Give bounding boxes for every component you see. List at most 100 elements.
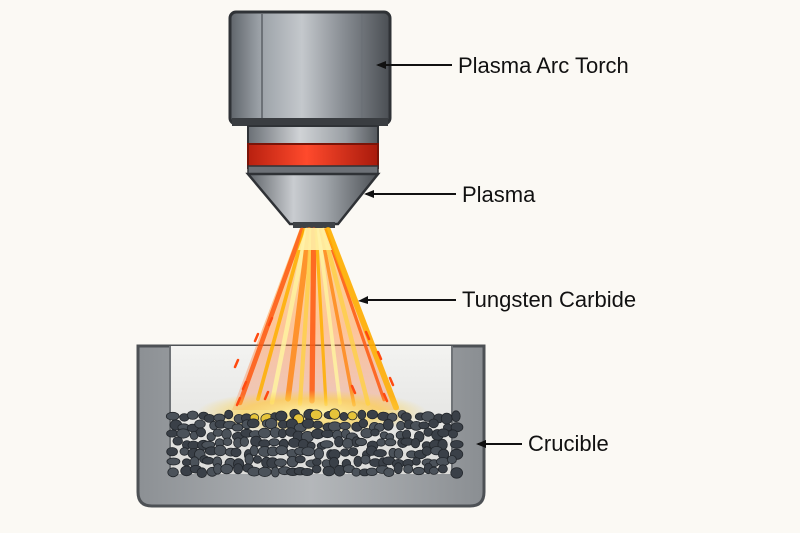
- powder-grain: [196, 467, 208, 479]
- powder-grain: [412, 466, 425, 476]
- plume-streak: [321, 227, 371, 406]
- tungsten-carbide-powder: [165, 408, 464, 479]
- powder-grain: [440, 412, 453, 425]
- powder-grain: [253, 455, 262, 464]
- plume-streak: [319, 228, 356, 407]
- spark: [233, 358, 240, 369]
- powder-grain: [275, 410, 288, 422]
- nozzle-tip: [293, 222, 335, 228]
- powder-grain: [246, 418, 260, 429]
- powder-grain: [451, 410, 461, 423]
- plume-streak: [297, 227, 314, 406]
- spark: [253, 332, 260, 343]
- powder-grain: [270, 466, 280, 478]
- powder-grain: [358, 418, 369, 429]
- powder-grain: [230, 447, 242, 458]
- powder-grain: [265, 417, 278, 430]
- plume-streak: [325, 227, 399, 411]
- powder-grain: [257, 466, 272, 477]
- powder-grain: [384, 438, 397, 447]
- powder-grain: [410, 437, 421, 449]
- powder-grain: [309, 409, 323, 421]
- powder-grain: [220, 463, 234, 475]
- powder-grain: [328, 456, 340, 468]
- powder-grain: [187, 440, 200, 450]
- powder-grain: [411, 457, 421, 466]
- powder-grain: [403, 464, 414, 474]
- powder-grain: [165, 411, 180, 421]
- powder-grain: [212, 428, 224, 437]
- plume-streak: [314, 228, 328, 407]
- powder-grain: [166, 457, 181, 466]
- powder-grain: [450, 467, 464, 479]
- powder-grain: [423, 427, 433, 437]
- plume-streak: [324, 228, 386, 402]
- torch-body-base-band: [232, 118, 388, 126]
- powder-grain: [166, 447, 178, 457]
- spark: [364, 330, 371, 341]
- plasma-ring: [247, 143, 379, 169]
- powder-grain: [357, 409, 367, 420]
- powder-grain: [195, 427, 206, 438]
- powder-grain: [312, 464, 322, 474]
- powder-grain: [383, 467, 395, 478]
- powder-grain: [202, 456, 215, 465]
- powder-grain: [320, 440, 334, 449]
- spark: [235, 396, 242, 407]
- powder-grain: [342, 438, 354, 449]
- powder-grain: [233, 463, 244, 475]
- spark: [241, 380, 248, 391]
- powder-grain: [321, 429, 334, 439]
- spark: [263, 390, 270, 401]
- powder-grain: [396, 420, 406, 431]
- powder-grain: [224, 409, 234, 420]
- powder-grain: [167, 467, 179, 478]
- powder-grain: [421, 446, 432, 456]
- plume-core: [298, 228, 332, 250]
- arrow-tungsten-carbide: [358, 296, 368, 304]
- powder-grain: [373, 449, 387, 458]
- plume-streak: [316, 228, 342, 405]
- powder-grain: [428, 418, 439, 429]
- powder-grain: [274, 458, 287, 468]
- powder-grain: [222, 437, 233, 446]
- powder-grain: [370, 428, 380, 437]
- torch-body: [228, 10, 392, 126]
- powder-grain: [172, 436, 183, 446]
- powder-grain: [288, 437, 301, 448]
- powder-grain: [322, 465, 336, 477]
- powder-grain: [447, 429, 458, 439]
- label-tungsten-carbide: Tungsten Carbide: [462, 287, 637, 312]
- powder-grain: [333, 464, 346, 477]
- powder-grain: [351, 467, 361, 477]
- powder-grain: [301, 446, 316, 457]
- torch: [228, 10, 392, 228]
- arrow-torch: [376, 61, 386, 69]
- plume-streak: [256, 228, 307, 402]
- powder-grain: [176, 428, 191, 439]
- sparks: [233, 316, 395, 407]
- powder-grain: [334, 436, 344, 448]
- powder-grain: [166, 429, 179, 438]
- plume-streak: [237, 227, 305, 406]
- powder-grain: [277, 428, 287, 439]
- spark: [382, 392, 389, 403]
- powder-grain: [339, 411, 349, 421]
- powder-grain: [428, 466, 439, 475]
- powder-grain: [294, 455, 306, 464]
- spark: [267, 316, 274, 327]
- label-crucible: Crucible: [528, 431, 609, 456]
- powder-grain: [446, 455, 457, 465]
- powder-grain: [275, 445, 289, 456]
- powder-grain: [300, 467, 314, 476]
- powder-grain: [360, 454, 371, 465]
- powder-grain: [393, 462, 403, 475]
- powder-grain: [186, 410, 199, 420]
- label-plasma: Plasma: [462, 182, 536, 207]
- powder-grain: [268, 438, 280, 447]
- spark: [388, 376, 395, 387]
- plume-streak: [269, 227, 309, 405]
- powder-grain: [312, 420, 323, 429]
- powder-grain: [302, 418, 315, 429]
